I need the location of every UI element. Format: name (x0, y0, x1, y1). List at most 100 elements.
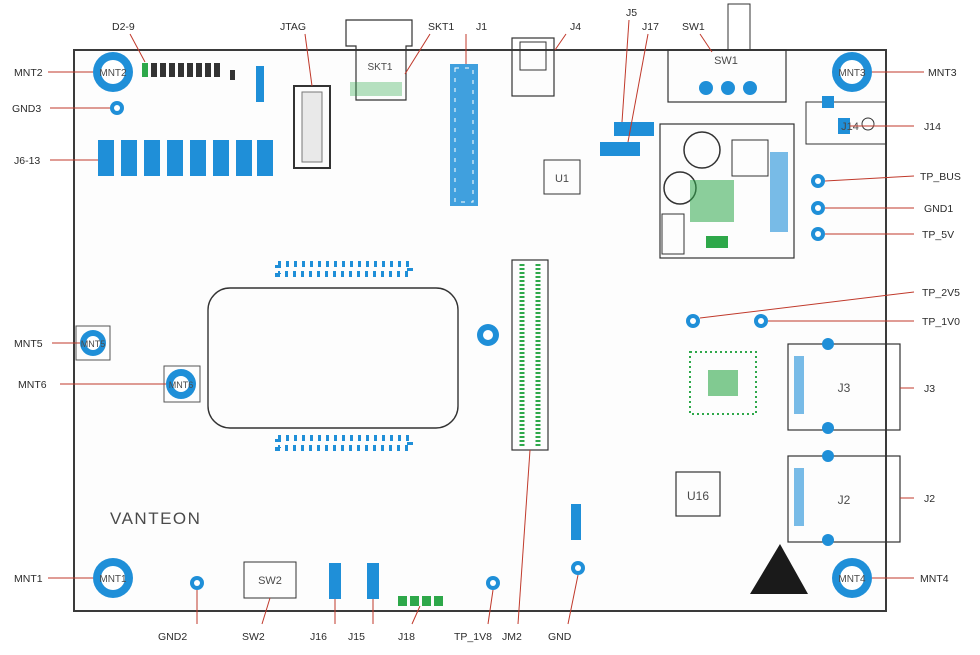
test-point-gnd2 (190, 576, 204, 590)
callout-mnt2: MNT2 (14, 67, 43, 79)
callout-gnd2: GND2 (158, 631, 187, 643)
silk-j14: J14 (841, 121, 859, 133)
leader-sw1 (699, 33, 713, 53)
callout-skt1: SKT1 (428, 21, 454, 33)
test-point-tp-2v5 (686, 314, 700, 328)
leader-sw2 (261, 597, 271, 625)
callout-mnt6: MNT6 (18, 379, 47, 391)
callout-mnt4: MNT4 (920, 573, 949, 585)
ethernet-connector-j2: J2 (787, 450, 901, 546)
callout-tp-1v0: TP_1V0 (922, 316, 960, 328)
silk-mnt4: MNT4 (838, 574, 866, 585)
silk-u1: U1 (555, 173, 569, 185)
leader-j5 (621, 19, 630, 123)
silk-mnt3: MNT3 (838, 68, 866, 79)
callout-j15: J15 (348, 631, 365, 643)
led-row-d2-9 (142, 63, 264, 102)
socket-skt1: SKT1 (345, 19, 413, 101)
vanteon-logo: VANTEON (110, 509, 201, 528)
headers-j5-j17 (600, 122, 654, 156)
leader-lines (48, 19, 924, 625)
callout-j3: J3 (924, 383, 935, 395)
silk-sw2: SW2 (258, 575, 282, 587)
callout-j6-13: J6-13 (14, 155, 40, 167)
header-small-bottom (571, 504, 581, 540)
test-point-tp-5v (811, 227, 825, 241)
callout-tp-1v8: TP_1V8 (454, 631, 492, 643)
center-mount-hole (477, 324, 499, 346)
test-point-tp-bus (811, 174, 825, 188)
leader-tp-1v8 (487, 589, 494, 625)
bga-chip (689, 351, 757, 415)
switch-sw1: SW1 (667, 3, 787, 103)
mounting-hole-mnt3: MNT3 (832, 52, 872, 92)
leader-j4 (554, 33, 567, 51)
header-j15 (367, 563, 379, 599)
mounting-hole-mnt4: MNT4 (832, 558, 872, 598)
callout-labels: D2-9 JTAG SKT1 J1 J4 J5 J17 SW1 MNT2 MNT… (12, 7, 961, 643)
callout-jtag: JTAG (280, 21, 306, 33)
leader-jtag (304, 33, 313, 87)
leader-gnd (567, 574, 579, 625)
callout-gnd: GND (548, 631, 572, 643)
callout-j14: J14 (924, 121, 941, 133)
callout-gnd1: GND1 (924, 203, 953, 215)
leader-tp-bus (824, 175, 915, 182)
header-j1 (450, 64, 478, 206)
callout-mnt5: MNT5 (14, 338, 43, 350)
header-j16 (329, 563, 341, 599)
callout-j4: J4 (570, 21, 581, 33)
callout-sw2: SW2 (242, 631, 265, 643)
mounting-hole-mnt1: MNT1 (93, 558, 133, 598)
test-point-gnd (571, 561, 585, 575)
power-module (659, 123, 795, 259)
callout-d2-9: D2-9 (112, 21, 135, 33)
test-point-tp-1v8 (486, 576, 500, 590)
connector-j14: J14 (805, 96, 887, 145)
silk-mnt2: MNT2 (99, 68, 127, 79)
jumper-block-j6-13 (98, 140, 273, 176)
callout-j5: J5 (626, 7, 637, 19)
chip-u1: U1 (543, 159, 581, 195)
callout-sw1: SW1 (682, 21, 705, 33)
callout-j17: J17 (642, 21, 659, 33)
silk-sw1: SW1 (714, 55, 738, 67)
silk-u16: U16 (687, 489, 709, 503)
mounting-hole-mnt2: MNT2 (93, 52, 133, 92)
som-module-outline (207, 261, 459, 451)
ethernet-connector-j3: J3 (787, 338, 901, 434)
callout-tp-5v: TP_5V (922, 229, 954, 241)
callout-j16: J16 (310, 631, 327, 643)
leader-j18 (411, 605, 421, 625)
silk-mnt1: MNT1 (99, 574, 127, 585)
silk-mnt5: MNT5 (81, 339, 106, 349)
callout-j1: J1 (476, 21, 487, 33)
silk-mnt6: MNT6 (169, 380, 194, 390)
jtag-header (293, 85, 331, 169)
pads-j18 (398, 596, 443, 606)
test-point-gnd3 (110, 101, 124, 115)
callout-mnt1: MNT1 (14, 573, 43, 585)
leader-j17 (627, 33, 649, 143)
callout-mnt3: MNT3 (928, 67, 957, 79)
callout-tp-bus: TP_BUS (920, 171, 961, 183)
leader-d2-9 (129, 33, 146, 63)
silk-j3: J3 (838, 381, 851, 395)
chip-u16: U16 (675, 471, 721, 517)
silk-skt1: SKT1 (367, 62, 392, 73)
callout-j18: J18 (398, 631, 415, 643)
mounting-hole-mnt5: MNT5 (75, 325, 111, 361)
callout-jm2: JM2 (502, 631, 522, 643)
callout-gnd3: GND3 (12, 103, 41, 115)
callout-tp-2v5: TP_2V5 (922, 287, 960, 299)
leader-jm2 (517, 449, 531, 625)
callout-j2: J2 (924, 493, 935, 505)
test-point-tp-1v0 (754, 314, 768, 328)
test-point-gnd1 (811, 201, 825, 215)
leader-skt1 (404, 33, 431, 75)
usb-connector-j4 (511, 37, 555, 97)
leader-tp-2v5 (699, 291, 915, 319)
esd-warning-icon (750, 544, 808, 594)
silk-j2: J2 (838, 493, 851, 507)
